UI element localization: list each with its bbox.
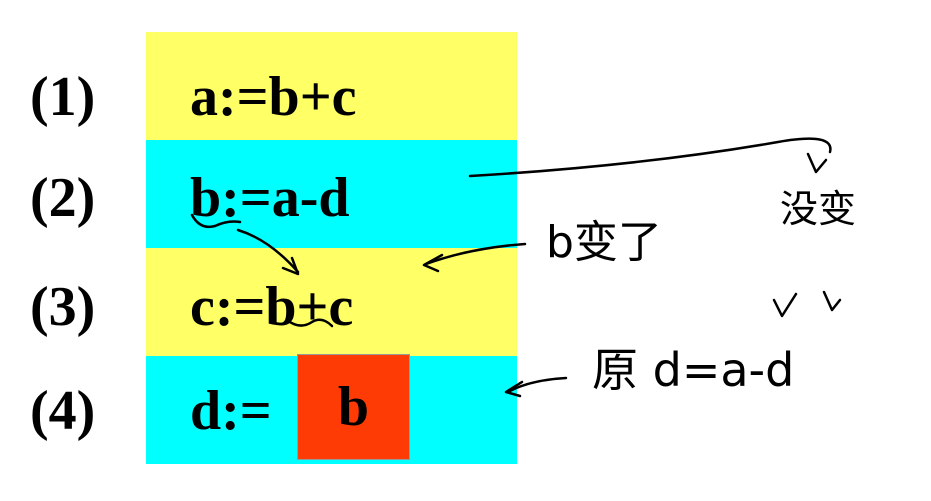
statement-2: b:=a-d (190, 167, 350, 229)
replacement-box: b (297, 354, 410, 460)
arrow-to-row3-head (422, 253, 444, 273)
check-mark-left (772, 292, 798, 318)
statement-3: c:=b+c (190, 276, 354, 338)
statement-4: d:= (190, 380, 272, 442)
row-label-2: (2) (30, 167, 96, 229)
statement-1: a:=b+c (190, 66, 357, 128)
line-row2-right (468, 137, 832, 178)
underline-b-row3 (285, 318, 334, 328)
arrow-b-to-row3-head (281, 256, 300, 276)
annotation-original-d: 原 d=a-d (592, 343, 795, 397)
row-label-3: (3) (30, 276, 96, 338)
small-stroke (806, 152, 828, 174)
row-band-3 (146, 248, 517, 356)
row-label-4: (4) (30, 380, 96, 442)
row-band-2 (146, 140, 517, 248)
arrow-to-row4 (506, 376, 568, 394)
underline-b-row2 (190, 213, 242, 229)
arrow-to-row4-head (504, 380, 524, 398)
replacement-box-label: b (337, 376, 370, 438)
check-mark-right (822, 290, 842, 312)
annotation-not-changed: 没变 (780, 187, 857, 231)
arrow-b-to-row3 (236, 228, 300, 274)
annotation-b-changed: b变了 (546, 217, 662, 268)
row-band-1 (146, 32, 517, 140)
row-label-1: (1) (30, 66, 96, 128)
arrow-to-row3 (424, 242, 527, 266)
